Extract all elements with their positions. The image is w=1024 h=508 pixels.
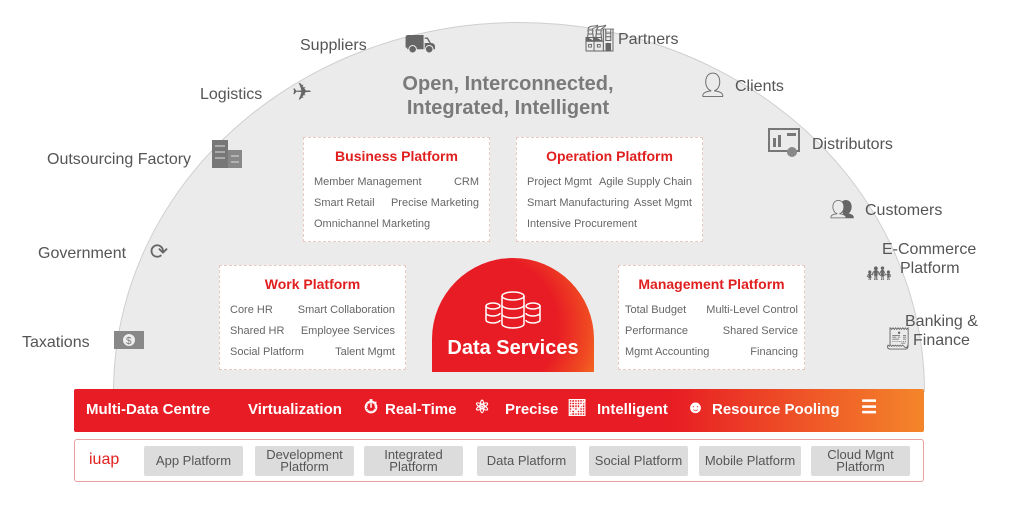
item: Asset Mgmt [633, 197, 692, 209]
item: Shared Service [722, 325, 798, 337]
management-platform-title: Management Platform [638, 276, 785, 292]
chip-social-platform: Social Platform [589, 446, 688, 476]
operation-platform-title: Operation Platform [546, 148, 673, 164]
person-icon: 👤︎ [697, 71, 729, 99]
item: Shared HR [230, 325, 285, 337]
item: Talent Mgmt [335, 346, 395, 358]
operation-platform-box: Operation Platform Project Mgmt Agile Sup… [516, 137, 703, 242]
work-platform-title: Work Platform [264, 276, 361, 292]
work-platform-box: Work Platform Core HR Smart Collaboration… [219, 265, 406, 370]
group-icon: 👪︎ [866, 262, 892, 285]
headline-line2: Integrated, Intelligent [406, 97, 610, 119]
item: Agile Supply Chain [599, 176, 692, 188]
item: Intensive Procurement [527, 218, 638, 230]
database-icon [485, 291, 541, 329]
label-taxations: Taxations [22, 334, 90, 351]
chart-up-icon: 📈︎ [567, 400, 588, 417]
label-logistics: Logistics [200, 86, 263, 103]
item: Smart Manufacturing [527, 197, 630, 209]
dashboard-touch-icon [768, 128, 802, 158]
iuap-label: iuap [89, 451, 120, 468]
item: Total Budget [625, 304, 687, 316]
stopwatch-icon: ⏱ [364, 397, 379, 417]
label-banking-line2: Finance [913, 332, 970, 349]
business-platform-box: Business Platform Member Management CRM S… [303, 137, 490, 242]
chip-mobile-platform: Mobile Platform [699, 446, 801, 476]
item: Precise Marketing [390, 197, 479, 209]
label-distributors: Distributors [812, 136, 893, 153]
chip-data-platform: Data Platform [477, 446, 576, 476]
management-platform-box: Management Platform Total Budget Multi-Le… [618, 265, 805, 370]
building-icon [210, 138, 246, 170]
item: Omnichannel Marketing [314, 218, 431, 230]
item: Member Management [314, 176, 422, 188]
bar-multi-data-centre: Multi-Data Centre [86, 401, 211, 418]
label-ecommerce-line1: E-Commerce [882, 241, 977, 258]
item: Smart Collaboration [297, 304, 395, 316]
brain-head-icon: ☻ [686, 397, 705, 417]
chip-app-platform: App Platform [144, 446, 243, 476]
customers-icon: 👥︎ [829, 198, 855, 221]
bar-intelligent: Intelligent [597, 401, 668, 418]
item: Performance [625, 325, 688, 337]
item: Financing [750, 346, 798, 358]
svg-text:$: $ [126, 336, 132, 347]
capabilities-bar: Multi-Data Centre Virtualization ⏱ Real-… [74, 389, 924, 432]
label-government: Government [38, 245, 127, 262]
people-cycle-icon: ⟳ [149, 239, 169, 264]
item: Employee Services [300, 325, 395, 337]
item: CRM [453, 176, 479, 188]
finance-person-icon: 🧾︎ [884, 326, 912, 351]
label-banking-line1: Banking & [905, 313, 978, 330]
server-icon: ☰ [861, 397, 878, 417]
airplane-icon: ✈ [291, 78, 313, 106]
item: Smart Retail [314, 197, 375, 209]
item: Project Mgmt [527, 176, 592, 188]
data-services-label: Data Services [447, 337, 579, 359]
label-partners: Partners [618, 31, 679, 48]
label-ecommerce-line2: Platform [900, 260, 960, 277]
bar-resource-pooling: Resource Pooling [712, 401, 840, 418]
item: Social Platform [230, 346, 304, 358]
item: Core HR [230, 304, 273, 316]
factory-icon: 🏭︎ [583, 22, 617, 53]
atom-icon: ⚛ [474, 397, 491, 417]
label-outsourcing-factory: Outsourcing Factory [47, 151, 192, 168]
item: Multi-Level Control [706, 304, 798, 316]
money-icon: $ [112, 327, 148, 353]
bar-real-time: Real-Time [385, 401, 457, 418]
business-platform-title: Business Platform [335, 148, 458, 164]
bar-virtualization: Virtualization [248, 401, 342, 418]
bar-precise: Precise [505, 401, 559, 418]
headline-line1: Open, Interconnected, [402, 73, 614, 95]
truck-icon: ⛟ [403, 27, 437, 58]
label-clients: Clients [735, 78, 784, 95]
label-customers: Customers [865, 202, 943, 219]
label-suppliers: Suppliers [300, 37, 367, 54]
item: Mgmt Accounting [625, 346, 710, 358]
